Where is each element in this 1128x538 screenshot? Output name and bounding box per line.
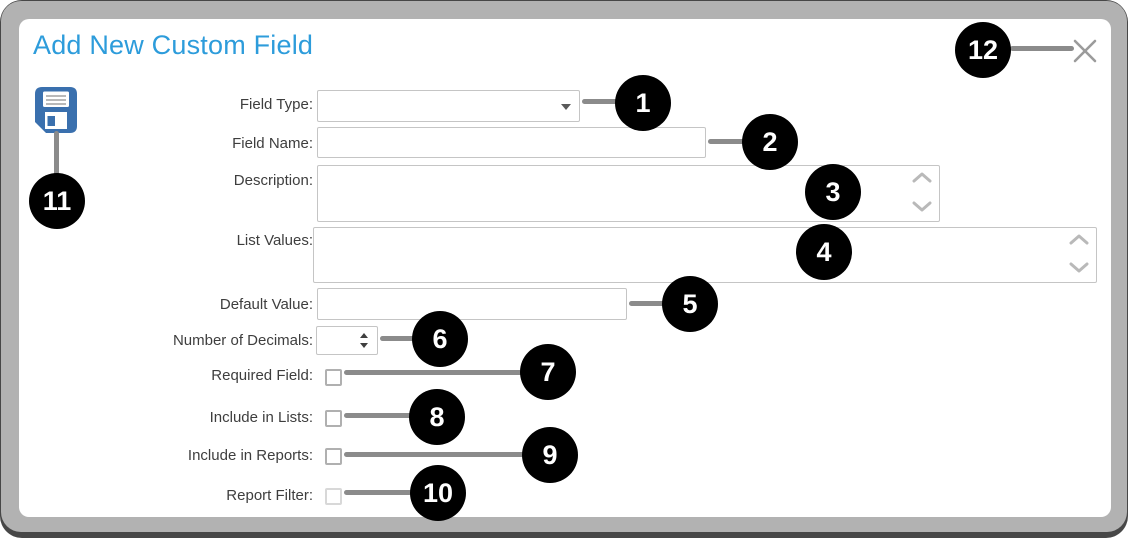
callout-badge-11: 11 bbox=[29, 173, 85, 229]
report-filter-label: Report Filter: bbox=[226, 487, 313, 504]
x-icon bbox=[1072, 39, 1098, 68]
include-in-lists-label: Include in Lists: bbox=[209, 409, 313, 426]
callout-badge-5: 5 bbox=[662, 276, 718, 332]
chevron-up-icon[interactable] bbox=[1069, 232, 1089, 250]
callout-badge-6: 6 bbox=[412, 311, 468, 367]
callout-7-connector bbox=[344, 370, 524, 375]
save-button[interactable] bbox=[34, 86, 78, 134]
default-value-input[interactable] bbox=[317, 288, 627, 320]
description-label: Description: bbox=[233, 172, 313, 189]
include-in-reports-checkbox[interactable] bbox=[325, 448, 342, 465]
callout-badge-12: 12 bbox=[955, 22, 1011, 78]
callout-badge-8: 8 bbox=[409, 389, 465, 445]
callout-8-connector bbox=[344, 413, 412, 418]
chevron-down-icon bbox=[561, 104, 571, 110]
callout-12-connector bbox=[1010, 46, 1074, 51]
close-button[interactable] bbox=[1072, 38, 1098, 64]
callout-1-connector bbox=[582, 99, 618, 104]
list-values-scrollbar[interactable] bbox=[1068, 232, 1090, 278]
default-value-label: Default Value: bbox=[219, 296, 313, 313]
callout-badge-4: 4 bbox=[796, 224, 852, 280]
include-in-reports-label: Include in Reports: bbox=[187, 447, 313, 464]
callout-badge-9: 9 bbox=[522, 427, 578, 483]
callout-badge-10: 10 bbox=[410, 465, 466, 521]
callout-badge-2: 2 bbox=[742, 114, 798, 170]
description-scrollbar[interactable] bbox=[911, 170, 933, 217]
field-type-label: Field Type: bbox=[239, 96, 313, 113]
callout-10-connector bbox=[344, 490, 412, 495]
field-type-dropdown[interactable] bbox=[317, 90, 580, 122]
list-values-label: List Values: bbox=[236, 232, 313, 249]
callout-5-connector bbox=[629, 301, 665, 306]
report-filter-checkbox[interactable] bbox=[325, 488, 342, 505]
callout-badge-7: 7 bbox=[520, 344, 576, 400]
required-field-checkbox[interactable] bbox=[325, 369, 342, 386]
required-field-label: Required Field: bbox=[211, 367, 313, 384]
callout-6-connector bbox=[380, 336, 416, 341]
arrow-down-icon[interactable] bbox=[360, 343, 368, 348]
field-name-input[interactable] bbox=[317, 127, 706, 158]
include-in-lists-checkbox[interactable] bbox=[325, 410, 342, 427]
callout-9-connector bbox=[344, 452, 524, 457]
chevron-down-icon[interactable] bbox=[1069, 260, 1089, 278]
arrow-up-icon[interactable] bbox=[360, 333, 368, 338]
callout-badge-1: 1 bbox=[615, 75, 671, 131]
field-name-label: Field Name: bbox=[232, 135, 313, 152]
callout-badge-3: 3 bbox=[805, 164, 861, 220]
page-title: Add New Custom Field bbox=[33, 30, 314, 60]
callout-11-connector bbox=[54, 131, 59, 177]
list-values-textarea[interactable] bbox=[313, 227, 1097, 283]
floppy-disk-icon bbox=[34, 87, 78, 138]
chevron-down-icon[interactable] bbox=[912, 199, 932, 217]
callout-2-connector bbox=[708, 139, 746, 144]
number-of-decimals-label: Number of Decimals: bbox=[172, 332, 313, 349]
chevron-up-icon[interactable] bbox=[912, 170, 932, 188]
number-of-decimals-spinner[interactable] bbox=[316, 326, 378, 355]
